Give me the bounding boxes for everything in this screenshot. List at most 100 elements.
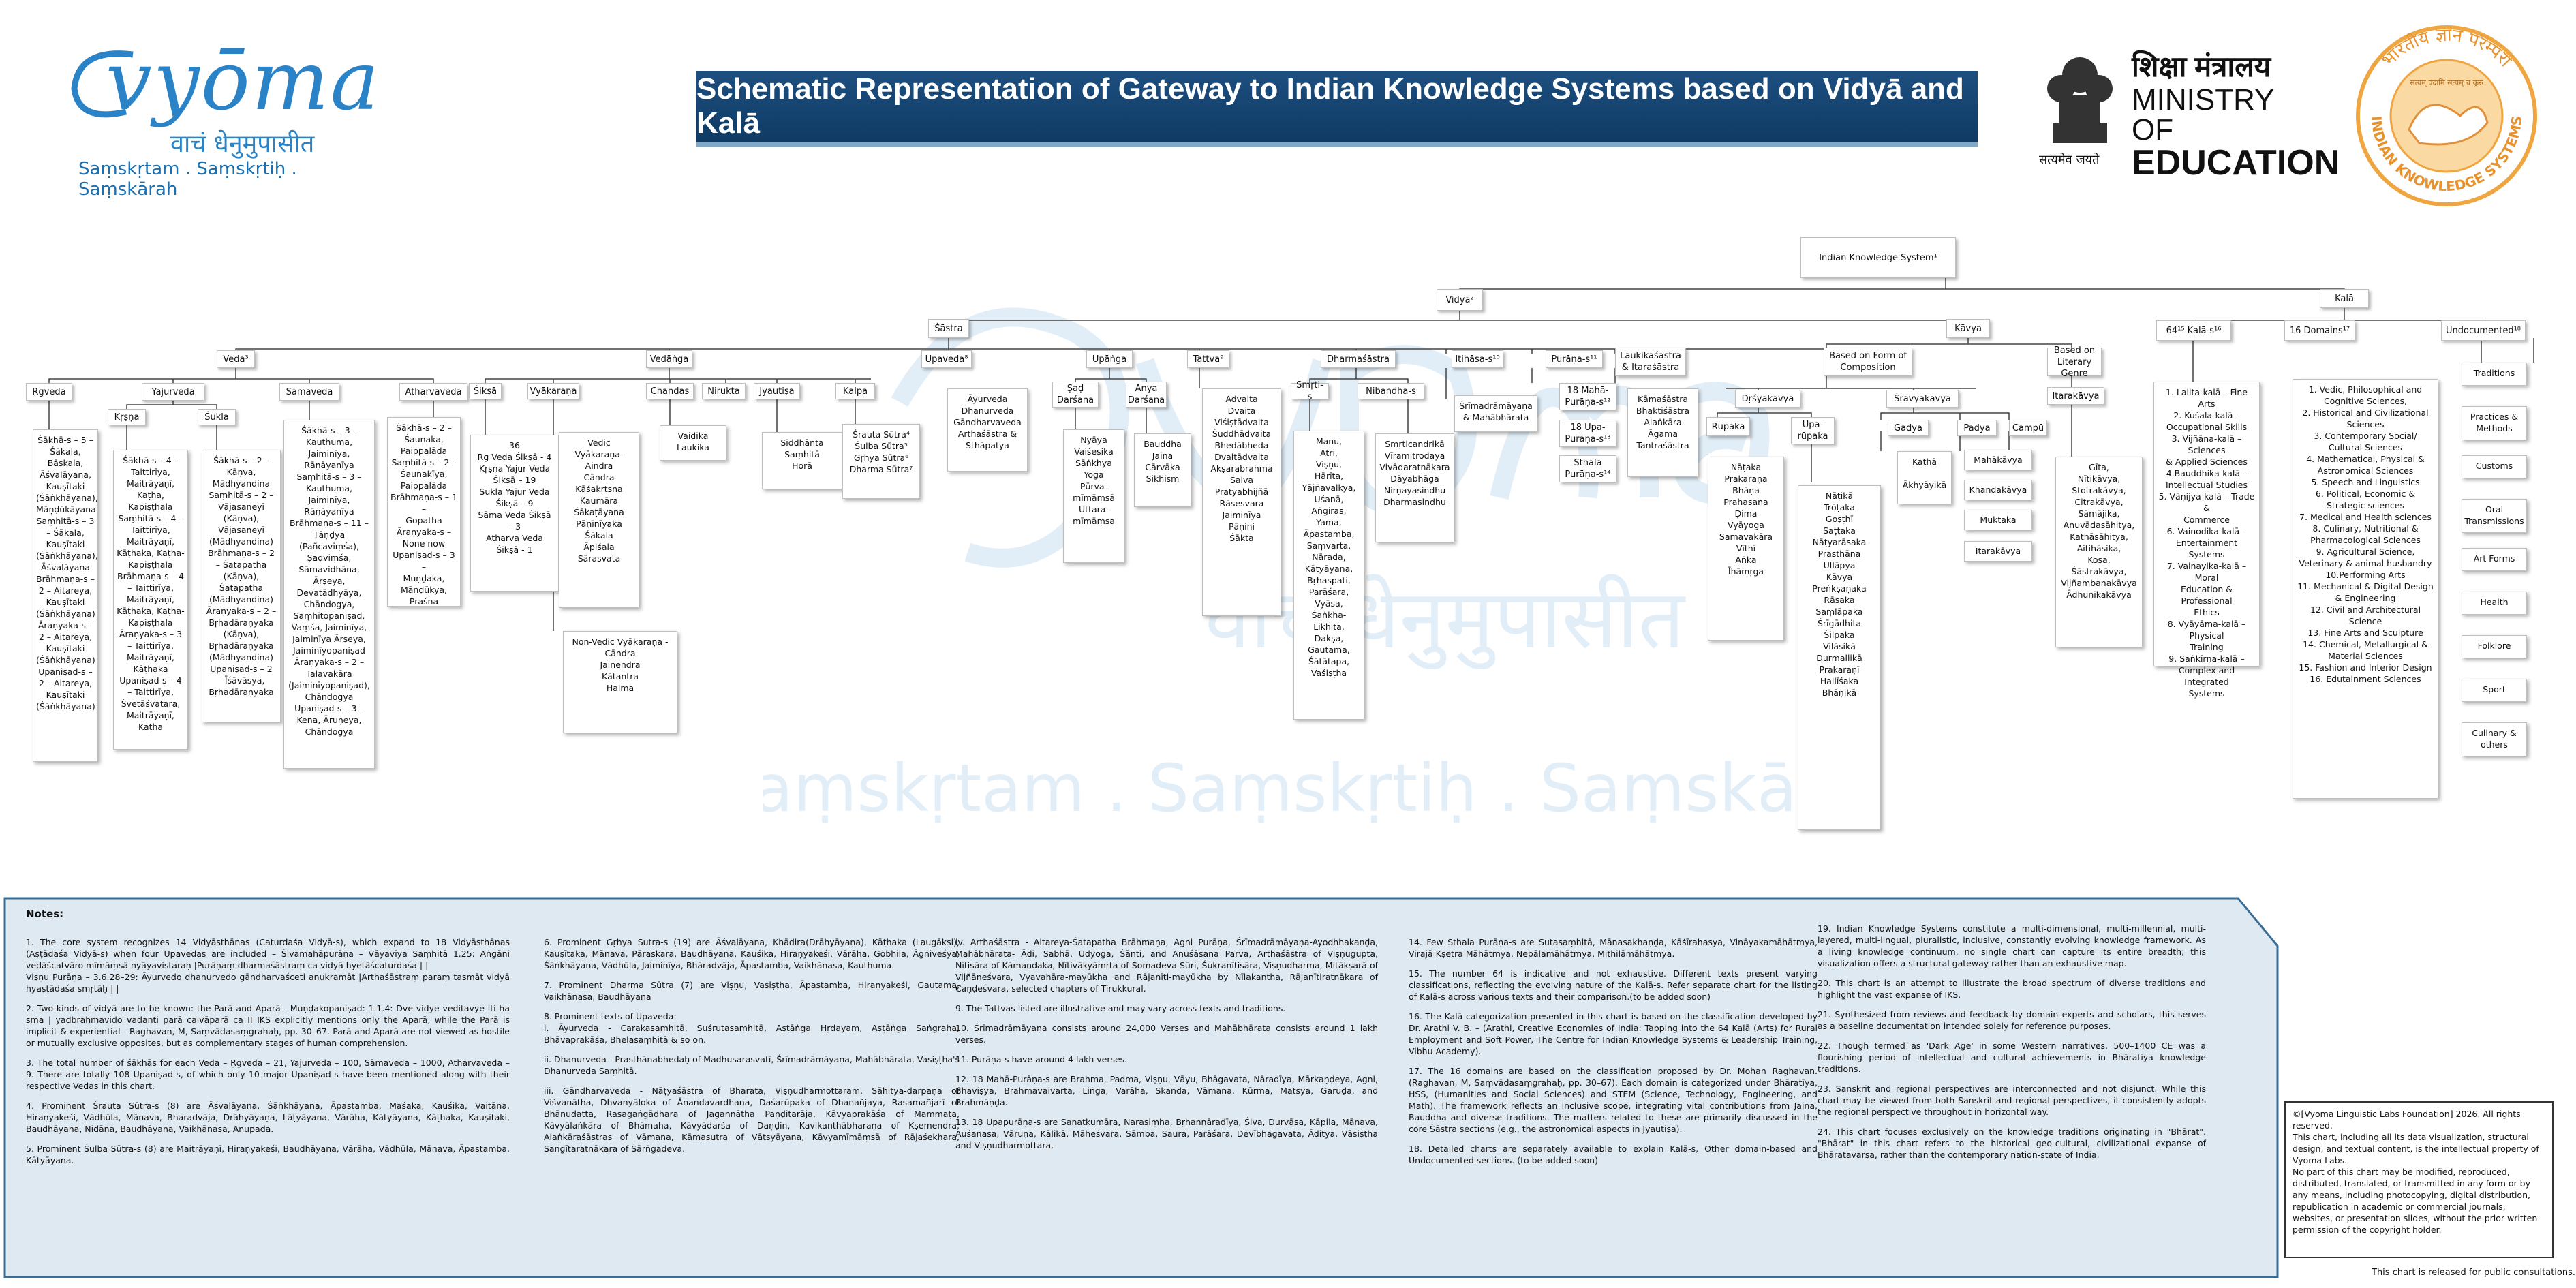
note-item: iv. Arthaśāstra - Aitareya-Śatapatha Brā… (955, 937, 1378, 994)
node-sthala-purana: Sthala Purāṇa-s¹⁴ (1559, 455, 1616, 482)
leaf-tattva: Advaita Dvaita Viśiṣṭādvaita Śuddhādvait… (1202, 388, 1281, 616)
title-banner: Schematic Representation of Gateway to I… (696, 71, 1978, 147)
leaf-smrti: Manu, Atri, Viṣṇu, Hārīta, Yājñavalkya, … (1293, 431, 1364, 720)
leaf-krsna-yajurveda: Śākhā-s – 4 – Taittirīya, Maitrāyaṇī, Ka… (113, 450, 188, 750)
node-upaveda: Upaveda⁸ (921, 350, 972, 368)
node-rgveda: Ṛgveda (26, 383, 72, 401)
notes-title: Notes: (26, 908, 64, 920)
node-veda: Veda³ (217, 350, 255, 368)
emblem-caption: सत्यमेव जयते (2039, 153, 2100, 167)
note-item: 19. Indian Knowledge Systems constitute … (1818, 923, 2206, 968)
leaf-saddarsana: Nyāya Vaiśeṣika Sāṅkhya Yoga Pūrva- mīmā… (1063, 429, 1124, 563)
node-krsna: Kṛṣṇa (108, 409, 146, 425)
leaf-itarakavya: Gīta, Nītikāvya, Stotrakāvya, Citrakāvya… (2055, 457, 2143, 647)
node-sravya: Śravyakāvya (1886, 390, 1959, 408)
node-gadya: Gadya (1888, 420, 1929, 436)
node-kalpa: Kalpa (835, 383, 875, 399)
node-upa-purana: 18 Upa- Purāṇa-s¹³ (1559, 420, 1616, 447)
leaf-gadya: Kathā Ākhyāyikā (1897, 451, 1952, 504)
node-literary-genre: Based on Literary Genre (2047, 346, 2102, 379)
leaf-uparupaka: Nāṭikā Trōṭaka Goṣṭhī Saṭṭaka Nāṭyarāsak… (1798, 485, 1881, 830)
leaf-laukika: Kāmaśāstra Bhaktiśāstra Alaṅkāra Āgama T… (1627, 388, 1698, 477)
national-emblem-icon (2047, 57, 2113, 143)
node-dharmashastra: Dharmaśāstra (1321, 350, 1396, 368)
note-item: 18. Detailed charts are separately avail… (1409, 1144, 1818, 1165)
node-vidya: Vidyā² (1437, 289, 1483, 311)
note-item: 13. 18 Upapurāṇa-s are Sanatkumāra, Nara… (955, 1117, 1378, 1150)
node-nibandha: Nibandha-s (1358, 383, 1424, 399)
node-shastra: Śāstra (928, 319, 969, 338)
node-sukla: Śukla (198, 409, 236, 425)
leaf-chandas: Vaidika Laukika (660, 425, 726, 461)
node-upanga: Upāṅga (1086, 350, 1133, 368)
node-vyakarana: Vyākaraṇa (527, 383, 579, 399)
ministry-line2: EDUCATION (2132, 143, 2340, 183)
note-item: 7. Prominent Dharma Sūtra (7) are Viṣṇu,… (544, 980, 960, 1002)
node-kavya: Kāvya (1946, 319, 1990, 338)
node-jyotisa: Jyautiṣa (754, 383, 800, 399)
leaf-padya-itarakavya: Itarakāvya (1964, 541, 2032, 562)
undocumented-item: Culinary & others (2462, 722, 2527, 756)
notes-column-1: 1. The core system recognizes 14 Vidyāst… (26, 936, 510, 1174)
leaf-padya-khandakavya: Khandakāvya (1964, 480, 2032, 500)
notes-column-4: 14. Few Sthala Purāṇa-s are Sutasaṃhitā,… (1409, 936, 1818, 1174)
brand-tagline: वाचं धेनुमुपासीत (170, 130, 315, 158)
note-item: 6. Prominent Gṛhya Sutra-s (19) are Āśva… (544, 937, 960, 970)
note-item: 24. This chart focuses exclusively on th… (1818, 1126, 2206, 1160)
vyoma-logo: vyōma वाचं धेनुमुपासीत Saṃskṛtam . Saṃsk… (65, 34, 385, 200)
node-undocumented: Undocumented¹⁸ (2441, 320, 2526, 341)
node-64-kalas: 64¹⁵ Kalā-s¹⁶ (2156, 320, 2231, 341)
leaf-rgveda: Śākhā-s – 5 – Śākala, Bāṣkala, Āśvalāyan… (33, 429, 98, 762)
notes-column-5: 19. Indian Knowledge Systems constitute … (1818, 923, 2206, 1169)
leaf-rupaka: Nāṭaka Prakaraṇa Bhāṇa Prahasana Ḍima Vy… (1708, 457, 1784, 641)
undocumented-item: Sport (2462, 679, 2527, 702)
undocumented-item: Folklore (2462, 635, 2527, 658)
node-smrti: Smṛti-s (1291, 380, 1329, 402)
note-item: 1. The core system recognizes 14 Vidyāst… (26, 937, 510, 994)
node-siksa: Śikṣā (469, 383, 502, 399)
leaf-upaveda: Āyurveda Dhanurveda Gāndharvaveda Arthaś… (947, 388, 1028, 472)
node-atharvaveda: Atharvaveda (399, 383, 467, 401)
note-item: 10. Śrīmadrāmāyaṇa consists around 24,00… (955, 1023, 1378, 1045)
note-item: 17. The 16 domains are based on the clas… (1409, 1066, 1818, 1134)
leaf-vedic-vyakarana: Vedic Vyākaraṇa- Aindra Cāndra Kāśakṛtsn… (559, 432, 639, 608)
note-item: 20. This chart is an attempt to illustra… (1818, 978, 2206, 1000)
undocumented-item: Health (2462, 592, 2527, 615)
release-note: This chart is released for public consul… (2372, 1268, 2576, 1278)
node-form-composition: Based on Form of Composition (1824, 348, 1912, 376)
leaf-padya-muktaka: Muktaka (1964, 510, 2032, 530)
note-item: 14. Few Sthala Purāṇa-s are Sutasaṃhitā,… (1409, 937, 1818, 959)
leaf-kalpa: Śrauta Sūtra⁴ Śulba Sūtra⁵ Gṛhya Sūtra⁶ … (842, 424, 920, 499)
leaf-siksa: 36 Ṛg Veda Śikṣā - 4 Kṛṣṇa Yajur Veda Śi… (470, 435, 559, 592)
node-itarakavya: Itarakāvya (2047, 387, 2104, 405)
note-item: 15. The number 64 is indicative and not … (1409, 968, 1818, 1002)
ministry-hindi: शिक्षा मंत्रालय (2132, 50, 2271, 82)
node-maha-purana: 18 Mahā- Purāṇa-s¹² (1559, 383, 1616, 410)
node-campu: Campū (2009, 420, 2047, 436)
ministry-block: शिक्षा मंत्रालय MINISTRY OF EDUCATION (2132, 46, 2340, 181)
notes-column-3: iv. Arthaśāstra - Aitareya-Śatapatha Brā… (955, 936, 1378, 1159)
node-yajurveda: Yajurveda (142, 383, 204, 401)
swan-icon (2408, 104, 2489, 146)
node-nirukta: Nirukta (702, 383, 746, 399)
note-item: 21. Synthesized from reviews and feedbac… (1818, 1009, 2206, 1031)
node-chandas: Chandas (646, 383, 694, 399)
iks-logo: भारतीय ज्ञान परम्परा INDIAN KNOWLEDGE SY… (2356, 25, 2537, 206)
node-purana: Purāṇa-s¹¹ (1546, 350, 1603, 368)
page-title: Schematic Representation of Gateway to I… (696, 72, 1964, 140)
leaf-anyadarsana: Bauddha Jaina Cārvāka Sikhism (1134, 433, 1191, 507)
note-item: iii. Gāndharvaveda - Nāṭyaśāstra of Bhar… (544, 1086, 960, 1154)
note-item: 11. Purāṇa-s have around 4 lakh verses. (955, 1054, 1128, 1064)
notes-content: Notes: 1. The core system recognizes 14 … (15, 898, 2271, 1273)
note-item: 22. Though termed as 'Dark Age' in some … (1818, 1041, 2206, 1074)
note-item: 23. Sanskrit and regional perspectives a… (1818, 1084, 2206, 1117)
undocumented-item: Practices & Methods (2462, 406, 2527, 440)
leaf-atharvaveda: Śākhā-s – 2 – Śaunaka, Paippalāda Saṃhit… (387, 417, 461, 607)
brand-subtitle: Saṃskṛtam . Saṃskṛtiḥ . Saṃskārah (78, 159, 297, 200)
undocumented-item: Customs (2462, 455, 2527, 478)
node-16-domains: 16 Domains¹⁷ (2284, 320, 2355, 341)
notes-panel (3, 897, 2279, 1278)
node-laukika: Laukikaśāstra & Itaraśāstra (1615, 348, 1686, 376)
undocumented-item: Oral Transmissions (2462, 499, 2527, 533)
node-kala: Kalā (2320, 289, 2369, 308)
